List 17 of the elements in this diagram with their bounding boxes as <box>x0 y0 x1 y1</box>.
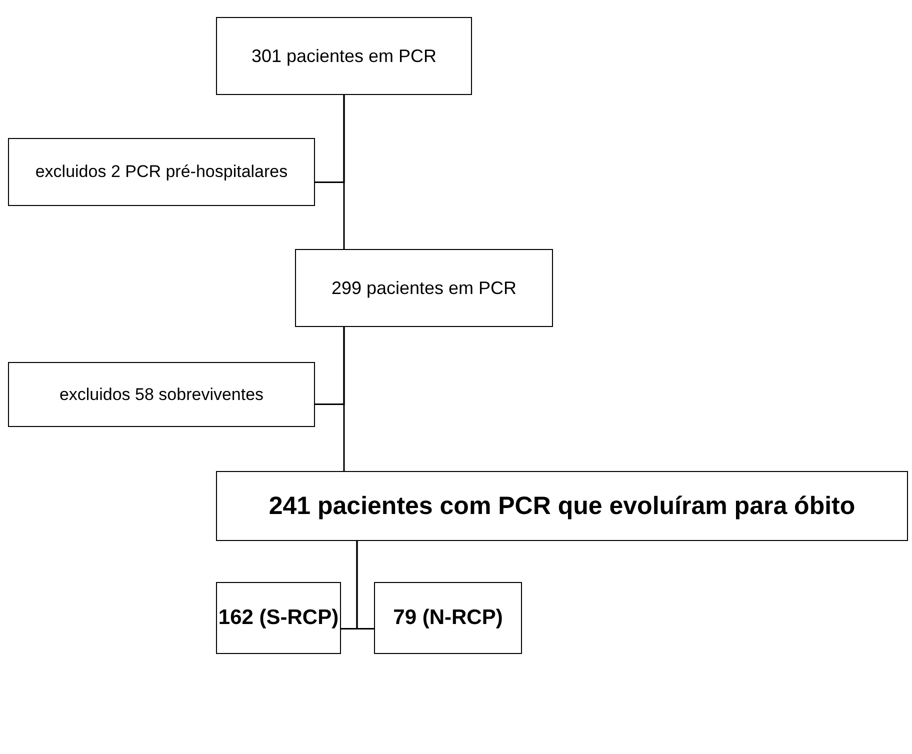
process-box <box>8 362 315 427</box>
connector-line <box>315 327 345 405</box>
box-label: 299 pacientes em PCR <box>331 278 517 298</box>
connector-line <box>315 95 345 183</box>
box-label: 241 pacientes com PCR que evoluíram para óbito <box>268 492 856 520</box>
box-label: excluidos 58 sobreviventes <box>59 384 264 404</box>
process-box <box>216 471 908 541</box>
connector-line <box>356 541 374 630</box>
box-label: 79 (N-RCP) <box>393 606 503 630</box>
box-label: 162 (S-RCP) <box>218 606 339 630</box>
box-label: 301 pacientes em PCR <box>251 46 437 66</box>
process-box <box>295 249 553 327</box>
process-box <box>374 582 522 654</box>
process-box <box>216 17 472 95</box>
process-box <box>8 138 315 206</box>
process-box <box>216 582 341 654</box>
box-label: excluidos 2 PCR pré-hospitalares <box>35 162 288 182</box>
